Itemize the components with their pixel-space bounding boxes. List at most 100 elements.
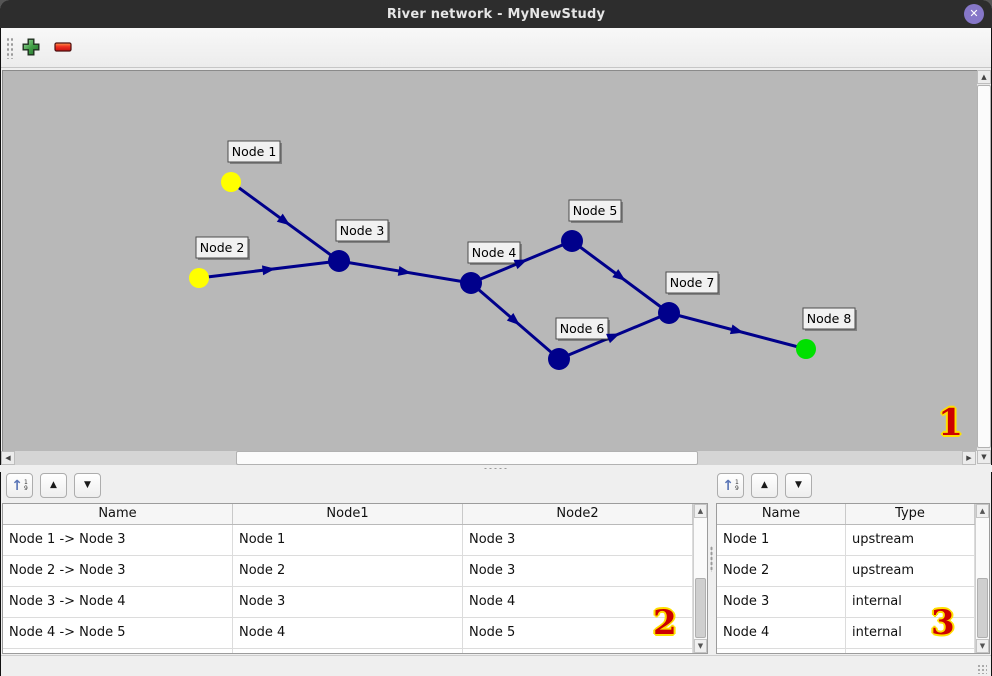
- title-bar[interactable]: River network - MyNewStudy ✕: [0, 0, 992, 28]
- table-cell[interactable]: Node 5: [463, 618, 693, 648]
- graph-node[interactable]: [658, 302, 680, 324]
- graph-node[interactable]: [561, 230, 583, 252]
- canvas-hscroll-thumb[interactable]: [236, 451, 698, 465]
- edges-table-scrollbar[interactable]: ▲ ▼: [693, 504, 707, 653]
- table-cell[interactable]: Node 1 -> Node 3: [3, 525, 233, 555]
- scroll-left-icon[interactable]: ◀: [1, 451, 15, 465]
- scroll-right-icon[interactable]: ▶: [962, 451, 976, 465]
- add-button[interactable]: [20, 36, 42, 58]
- column-header[interactable]: Node1: [233, 504, 463, 524]
- main-toolbar: [1, 28, 991, 68]
- table-cell[interactable]: [233, 649, 463, 653]
- table-cell[interactable]: Node 3: [233, 587, 463, 617]
- triangle-up-icon: ▲: [761, 480, 768, 490]
- table-cell[interactable]: Node 2 -> Node 3: [3, 556, 233, 586]
- table-cell[interactable]: Node 3 -> Node 4: [3, 587, 233, 617]
- table-cell[interactable]: Node 2: [233, 556, 463, 586]
- scroll-down-icon[interactable]: ▼: [977, 450, 991, 464]
- table-cell[interactable]: Node 4: [233, 618, 463, 648]
- canvas-vscroll-thumb[interactable]: [977, 85, 991, 448]
- remove-button[interactable]: [52, 36, 74, 58]
- column-header[interactable]: Node2: [463, 504, 693, 524]
- table-cell[interactable]: [3, 649, 233, 653]
- table-cell[interactable]: internal: [846, 618, 975, 648]
- node-label: Node 8: [807, 311, 852, 326]
- close-icon[interactable]: ✕: [964, 4, 984, 24]
- canvas-horizontal-scrollbar[interactable]: ◀ ▶: [1, 451, 976, 465]
- graph-node[interactable]: [460, 272, 482, 294]
- graph-node[interactable]: [548, 348, 570, 370]
- canvas-vertical-scrollbar[interactable]: ▲ ▼: [977, 70, 991, 464]
- table-cell[interactable]: [463, 649, 693, 653]
- horizontal-splitter[interactable]: [0, 465, 992, 472]
- table-cell[interactable]: [846, 649, 975, 653]
- node-label-box[interactable]: [665, 271, 719, 294]
- scroll-up-icon[interactable]: ▲: [694, 504, 707, 518]
- splitter-handle-icon: [710, 546, 713, 572]
- table-row-empty[interactable]: [3, 649, 693, 653]
- node-label-box[interactable]: [227, 140, 281, 163]
- splitter-handle-icon: [483, 467, 509, 470]
- scroll-down-icon[interactable]: ▼: [694, 639, 707, 653]
- move-up-button[interactable]: ▲: [40, 473, 67, 498]
- node-label-box[interactable]: [568, 199, 622, 222]
- table-cell[interactable]: [717, 649, 846, 653]
- table-cell[interactable]: Node 1: [717, 525, 846, 555]
- table-cell[interactable]: Node 4: [717, 618, 846, 648]
- node-label-box[interactable]: [555, 317, 609, 340]
- table-cell[interactable]: upstream: [846, 525, 975, 555]
- table-cell[interactable]: Node 4: [463, 587, 693, 617]
- annotation-1: 1: [938, 402, 964, 444]
- column-header[interactable]: Name: [3, 504, 233, 524]
- table-cell[interactable]: Node 2: [717, 556, 846, 586]
- node-label: Node 1: [232, 144, 277, 159]
- toolbar-drag-handle[interactable]: [6, 37, 13, 59]
- status-bar: [1, 655, 991, 676]
- nodes-table-scrollbar[interactable]: ▲ ▼: [975, 504, 989, 653]
- move-down-button[interactable]: ▼: [74, 473, 101, 498]
- column-header[interactable]: Name: [717, 504, 846, 524]
- move-down-button[interactable]: ▼: [785, 473, 812, 498]
- node-label-box[interactable]: [335, 219, 389, 242]
- table-cell[interactable]: Node 3: [463, 556, 693, 586]
- move-up-button[interactable]: ▲: [751, 473, 778, 498]
- graph-node[interactable]: [221, 172, 241, 192]
- graph-node[interactable]: [328, 250, 350, 272]
- table-cell[interactable]: Node 1: [233, 525, 463, 555]
- scroll-thumb[interactable]: [695, 578, 706, 638]
- scroll-up-icon[interactable]: ▲: [977, 70, 991, 84]
- scroll-up-icon[interactable]: ▲: [976, 504, 989, 518]
- node-label-box[interactable]: [802, 307, 856, 330]
- vertical-splitter[interactable]: [707, 472, 716, 655]
- column-header[interactable]: Type: [846, 504, 975, 524]
- edge-arrowhead-icon: [729, 324, 744, 335]
- table-row-empty[interactable]: [717, 649, 975, 653]
- table-cell[interactable]: upstream: [846, 556, 975, 586]
- scroll-down-icon[interactable]: ▼: [976, 639, 989, 653]
- table-cell[interactable]: Node 3: [463, 525, 693, 555]
- scroll-thumb[interactable]: [977, 578, 988, 638]
- graph-node[interactable]: [189, 268, 209, 288]
- graph-node[interactable]: [796, 339, 816, 359]
- table-cell[interactable]: Node 3: [717, 587, 846, 617]
- triangle-down-icon: ▼: [795, 480, 802, 490]
- node-label-box[interactable]: [195, 236, 249, 259]
- node-label-box[interactable]: [467, 241, 521, 264]
- table-cell[interactable]: internal: [846, 587, 975, 617]
- table-cell[interactable]: Node 4 -> Node 5: [3, 618, 233, 648]
- resize-grip-icon[interactable]: [977, 664, 987, 674]
- node-label: Node 3: [340, 223, 385, 238]
